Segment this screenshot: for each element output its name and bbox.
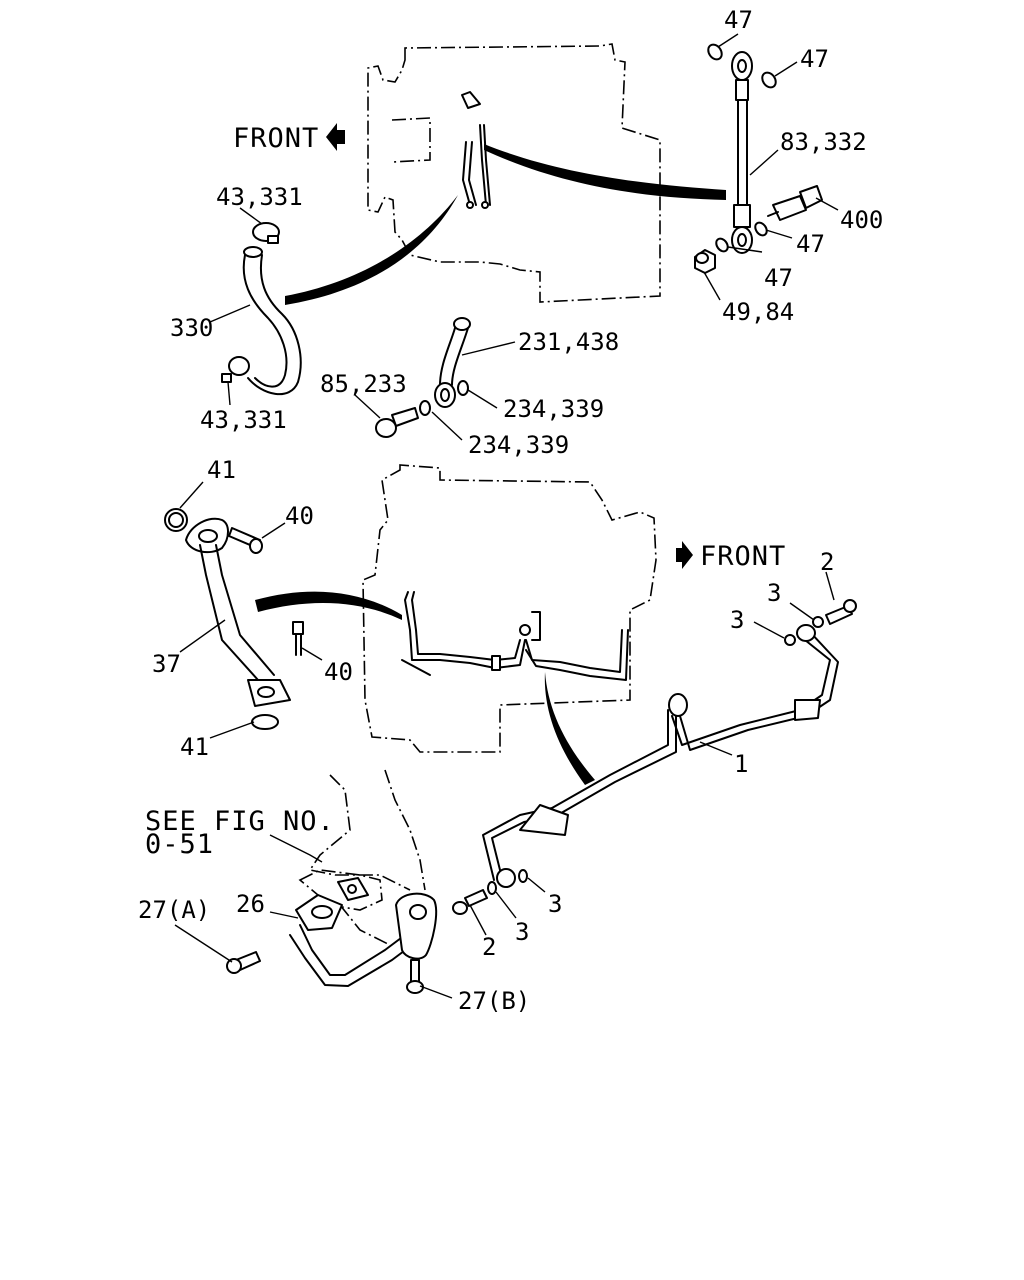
callout-234-339-a: 234,339 bbox=[503, 395, 604, 423]
part-26-pipe bbox=[289, 892, 438, 987]
part-83-332-pipe bbox=[731, 51, 753, 254]
callout-37: 37 bbox=[152, 650, 181, 678]
engine-top-pipes bbox=[461, 91, 491, 209]
engine-outline-bottom bbox=[362, 464, 657, 753]
callout-labels: 47 47 83,332 400 47 47 49,84 43,331 330 … bbox=[138, 6, 883, 1015]
bolt-40-top bbox=[228, 527, 263, 554]
callout-41-bot: 41 bbox=[180, 733, 209, 761]
part-231-438-pipe bbox=[434, 317, 471, 408]
bolt-27a bbox=[226, 951, 261, 974]
indicator-swoosh-bottom-left bbox=[255, 591, 402, 620]
leader-lines bbox=[174, 33, 839, 999]
callout-41-top: 41 bbox=[207, 456, 236, 484]
callout-40-top: 40 bbox=[285, 502, 314, 530]
callout-3-b: 3 bbox=[730, 606, 744, 634]
washer-3-c bbox=[518, 869, 528, 883]
bolt-2-bot bbox=[452, 889, 488, 915]
oring-41-bot bbox=[251, 714, 279, 730]
callout-2-top: 2 bbox=[820, 548, 834, 576]
callout-47-c: 47 bbox=[796, 230, 825, 258]
callout-2-bot: 2 bbox=[482, 933, 496, 961]
clamp-43-331-top bbox=[252, 222, 280, 244]
fitting-400 bbox=[767, 185, 823, 221]
callout-234-339-b: 234,339 bbox=[468, 431, 569, 459]
see-fig-line2: 0-51 bbox=[145, 829, 214, 860]
callout-47-b: 47 bbox=[800, 45, 829, 73]
part-1-pipe bbox=[482, 624, 839, 888]
bolt-40-mid bbox=[292, 621, 304, 656]
washer-3-d bbox=[487, 881, 497, 895]
gasket-icon bbox=[337, 877, 369, 901]
bolt-27b bbox=[406, 959, 424, 994]
arrow-right-icon bbox=[676, 541, 693, 569]
washer-47-c bbox=[754, 221, 768, 237]
bolt-85-233 bbox=[375, 407, 419, 438]
front-arrow-bottom: FRONT bbox=[676, 541, 786, 572]
bolt-2-top bbox=[825, 599, 857, 625]
washer-47-b bbox=[761, 71, 777, 89]
washer-234-339-b bbox=[419, 400, 431, 416]
callout-26: 26 bbox=[236, 890, 265, 918]
washer-3-b bbox=[784, 634, 796, 646]
callout-400: 400 bbox=[840, 206, 883, 234]
part-330-hose bbox=[242, 246, 302, 396]
callout-3-a: 3 bbox=[767, 579, 781, 607]
callout-3-c: 3 bbox=[548, 890, 562, 918]
callout-49-84: 49,84 bbox=[722, 298, 794, 326]
see-fig-line1: SEE FIG NO. bbox=[145, 806, 335, 837]
callout-85-233: 85,233 bbox=[320, 370, 407, 398]
oring-41-top bbox=[164, 508, 188, 532]
callout-40-mid: 40 bbox=[324, 658, 353, 686]
callout-47-a: 47 bbox=[724, 6, 753, 34]
front-label-top: FRONT bbox=[233, 123, 319, 154]
arrow-left-icon bbox=[326, 123, 345, 151]
callout-43-331-top: 43,331 bbox=[216, 183, 303, 211]
part-37-pipe bbox=[185, 517, 291, 707]
front-label-bottom: FRONT bbox=[700, 541, 786, 572]
washer-234-339-a bbox=[457, 380, 469, 396]
callout-231-438: 231,438 bbox=[518, 328, 619, 356]
clamp-43-331-bot bbox=[221, 356, 250, 383]
engine-bottom-pipes bbox=[401, 591, 629, 681]
indicator-swoosh-top-right bbox=[484, 144, 726, 200]
washer-47-d bbox=[715, 237, 729, 253]
nut-49-84 bbox=[694, 249, 716, 274]
callout-330: 330 bbox=[170, 314, 213, 342]
indicator-swoosh-bottom-right bbox=[544, 672, 595, 785]
callout-83-332: 83,332 bbox=[780, 128, 867, 156]
callout-27a: 27(A) bbox=[138, 896, 210, 924]
callout-3-d: 3 bbox=[515, 918, 529, 946]
front-arrow-top: FRONT bbox=[233, 123, 345, 154]
engine-outline-top bbox=[367, 43, 661, 303]
callout-43-331-bot: 43,331 bbox=[200, 406, 287, 434]
callout-27b: 27(B) bbox=[458, 987, 530, 1015]
callout-47-d: 47 bbox=[764, 264, 793, 292]
indicator-swoosh-top-left bbox=[285, 195, 458, 305]
washer-3-a bbox=[812, 616, 824, 628]
washer-47-a bbox=[707, 43, 723, 61]
callout-1: 1 bbox=[734, 750, 748, 778]
